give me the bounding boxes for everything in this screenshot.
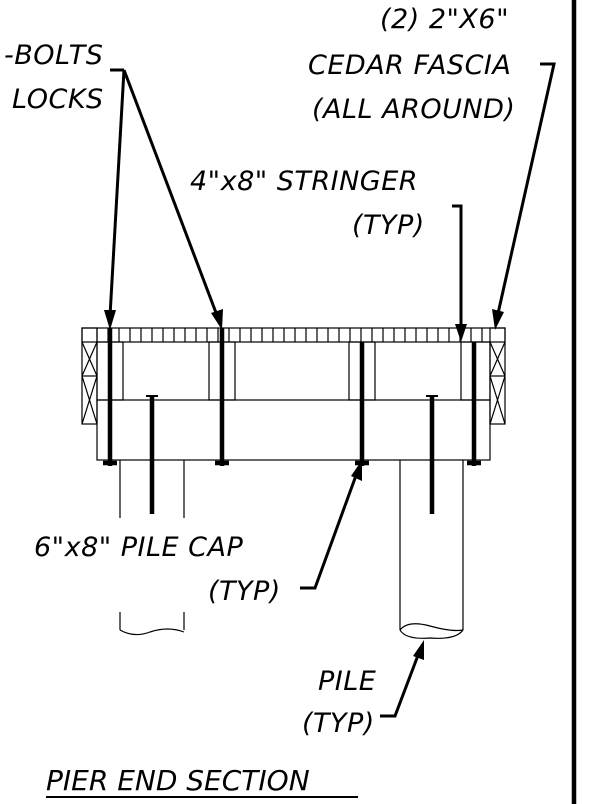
pile-pins [146, 395, 438, 514]
label-stringer-line1: 4"x8" STRINGER [190, 166, 418, 197]
decking-hatch [96, 328, 483, 342]
label-stringer-line2: (TYP) [352, 210, 425, 241]
section-title: PIER END SECTION [46, 764, 310, 797]
pile-left [119, 460, 185, 636]
through-bolts [103, 328, 481, 466]
label-bolts-line1: -BOLTS [4, 40, 103, 71]
label-fascia-line3: (ALL AROUND) [312, 94, 515, 125]
label-pile-line1: PILE [318, 666, 376, 697]
annotation-labels: -BOLTS LOCKS (2) 2"X6" CEDAR FASCIA (ALL… [4, 4, 515, 739]
decking [81, 327, 506, 343]
leaders [104, 62, 556, 718]
label-fascia-line2: CEDAR FASCIA [308, 50, 511, 81]
pile-cap [96, 399, 491, 461]
pile-right [399, 460, 464, 639]
label-pile-cap-line1: 6"x8" PILE CAP [34, 532, 244, 563]
label-fascia-line1: (2) 2"X6" [380, 4, 509, 35]
stringers [96, 341, 491, 401]
label-bolts-line2: LOCKS [12, 84, 104, 115]
label-pile-line2: (TYP) [302, 708, 375, 739]
label-pile-cap-line2: (TYP) [208, 576, 281, 607]
fascia-right [489, 327, 506, 425]
